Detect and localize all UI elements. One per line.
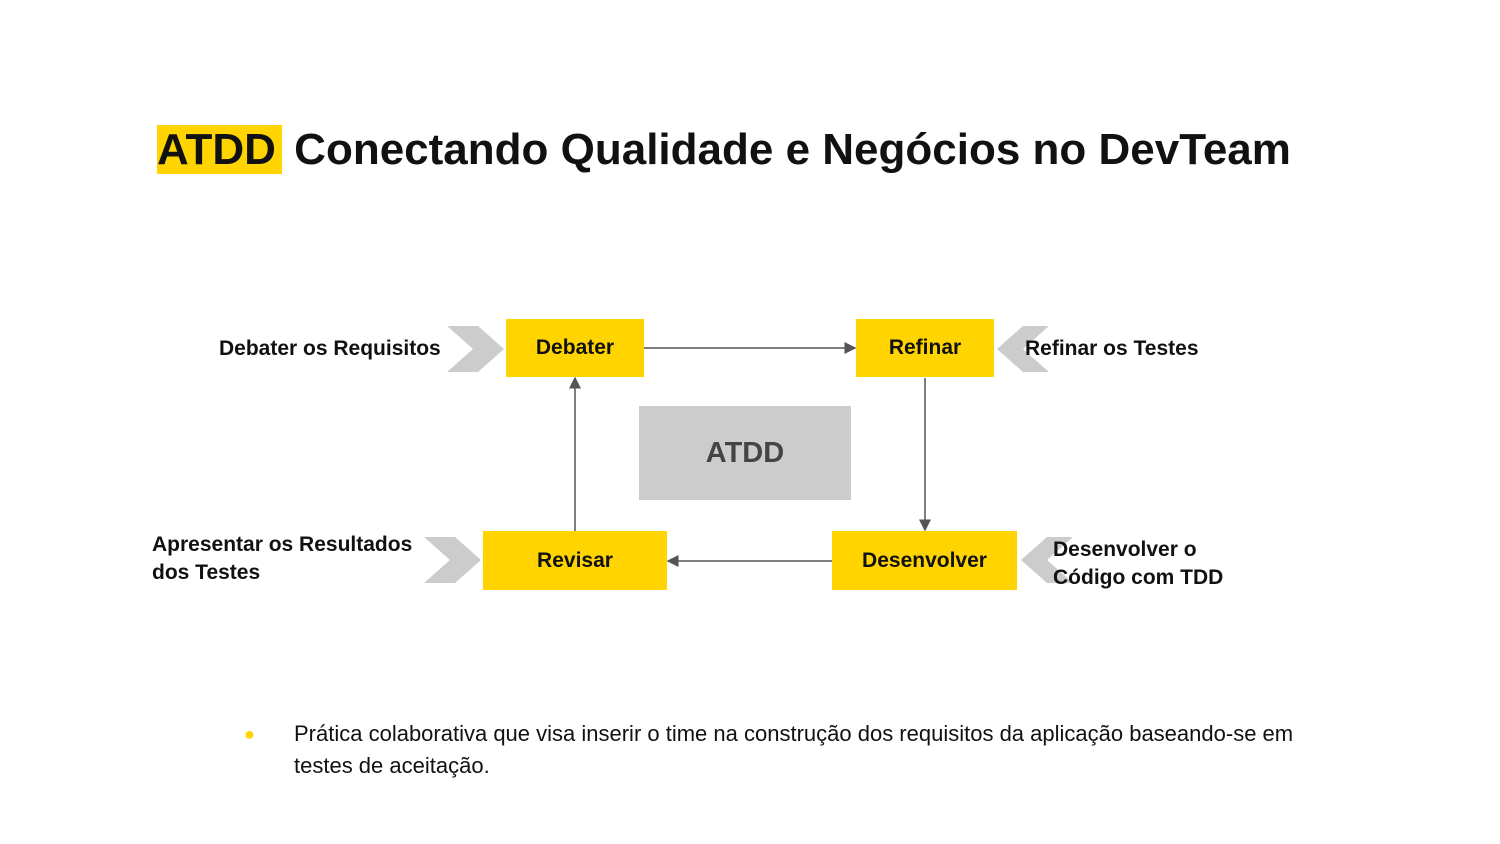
step-refinar: Refinar [856,319,994,377]
chevron-revisar-icon [424,537,481,583]
label-desenvolver-line2: Código com TDD [1053,566,1224,589]
label-refinar: Refinar os Testes [1025,337,1199,360]
label-desenvolver: Desenvolver o Código com TDD [1053,536,1223,592]
chevron-desenvolver-icon [1021,537,1073,583]
title-text: Conectando Qualidade e Negócios no DevTe… [294,125,1291,174]
chevron-debater-icon [447,326,504,372]
label-revisar: Apresentar os Resultados dos Testes [152,531,412,587]
page-title: ATDD Conectando Qualidade e Negócios no … [157,124,1291,176]
label-revisar-line1: Apresentar os Resultados [152,533,413,556]
bullet-text: Prática colaborativa que visa inserir o … [294,721,1294,778]
chevron-refinar-icon [997,326,1049,372]
step-desenvolver: Desenvolver [832,531,1017,590]
label-revisar-line2: dos Testes [152,561,261,584]
center-box: ATDD [639,406,851,500]
label-debater: Debater os Requisitos [219,337,441,360]
bullet-dot-icon: ● [244,724,255,744]
title-highlight: ATDD [157,125,282,174]
step-debater: Debater [506,319,644,377]
label-desenvolver-line1: Desenvolver o [1053,538,1197,561]
step-revisar: Revisar [483,531,667,590]
